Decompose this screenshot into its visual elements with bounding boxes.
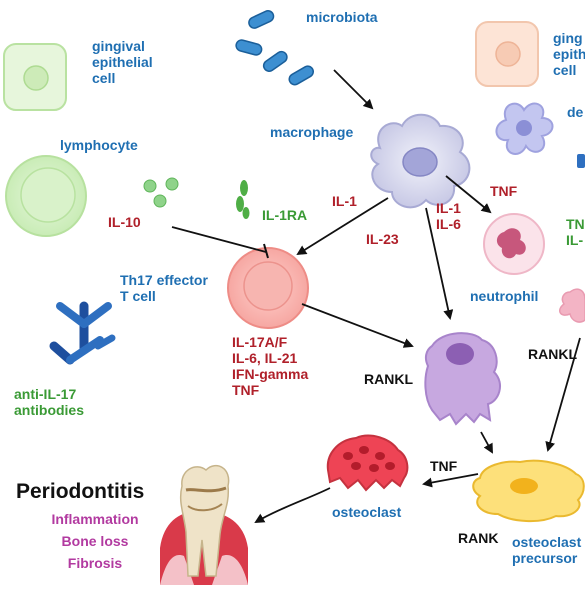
label-il1-il6: IL-1 IL-6 [436, 200, 461, 232]
label-il1ra: IL-1RA [262, 207, 308, 223]
outcome-item-bone-loss: Bone loss [61, 533, 129, 549]
label-il1-macrophage: IL-1 [332, 193, 357, 209]
partial-antibody-icon [577, 154, 585, 168]
label-th17-effector-t-cell: Th17 effector T cell [120, 272, 208, 304]
label-microbiota: microbiota [306, 9, 378, 25]
outcome-item-inflammation: Inflammation [51, 511, 139, 527]
label-osteoclast: osteoclast [332, 504, 402, 520]
arrow-macrophage-to-tcell [296, 197, 389, 256]
arrows [171, 69, 581, 524]
label-il23: IL-23 [366, 231, 399, 247]
gingival-epithelial-cell-right [475, 21, 539, 87]
osteoclast-cell-purple [424, 332, 502, 426]
lymphocyte-cell [5, 155, 87, 237]
macrophage-cell [370, 113, 471, 209]
label-rank: RANK [458, 530, 499, 546]
label-tnf-top: TNF [490, 183, 518, 199]
arrow-osteoclast-to-tooth [254, 487, 331, 524]
neutrophil-cell [483, 213, 545, 275]
label-tnf-bottom: TNF [430, 458, 458, 474]
periodontitis-title: Periodontitis [16, 480, 145, 503]
label-neutrophil: neutrophil [470, 288, 539, 304]
label-rankl-right: RANKL [528, 346, 577, 362]
label-anti-il17-antibodies: anti-IL-17 antibodies [14, 386, 85, 418]
label-gingival-epithelial-cell-left: gingival epithelial cell [92, 38, 153, 86]
anti-il17-antibody-icon [49, 301, 116, 365]
label-tn-partial: TN IL- [566, 216, 585, 248]
arrow-macrophage-to-neutrophil [445, 175, 492, 214]
periodontitis-tooth-icon [160, 465, 248, 585]
label-th17-cytokines: IL-17A/F IL-6, IL-21 IFN-gamma TNF [232, 334, 309, 398]
arrow-macrophage-to-osteoclast [425, 207, 454, 320]
label-lymphocyte: lymphocyte [60, 137, 138, 153]
osteoclast-precursor-cell [472, 459, 585, 522]
arrow-tcell-to-osteoclast [301, 303, 414, 348]
osteoclast-cell-red [326, 434, 409, 492]
inhibition-bar [263, 243, 269, 259]
gingival-epithelial-cell-left [3, 43, 67, 111]
label-rankl-middle: RANKL [364, 371, 413, 387]
partial-fibroblast-cell [559, 288, 585, 323]
label-osteoclast-precursor: osteoclast precursor [512, 534, 582, 566]
th17-t-cell [227, 247, 309, 329]
arrow-precursor-to-osteoclast [422, 473, 479, 488]
il10-molecules [143, 177, 179, 208]
outcome-item-fibrosis: Fibrosis [67, 555, 123, 571]
label-gingival-epithelial-cell-right: ging epith cell [553, 30, 585, 78]
label-macrophage: macrophage [270, 124, 354, 140]
label-il10: IL-10 [108, 214, 141, 230]
dendritic-cell [495, 102, 554, 155]
arrow-osteoclast-to-precursor [480, 431, 493, 454]
arrow-microbiota-to-macrophage [333, 69, 374, 110]
il1ra-molecule [236, 180, 250, 219]
inhibition-il10-to-tcell [171, 226, 267, 253]
arrow-right-to-precursor [545, 337, 581, 452]
label-dendritic-partial: de [567, 104, 584, 120]
microbiota-bacteria [235, 10, 314, 86]
